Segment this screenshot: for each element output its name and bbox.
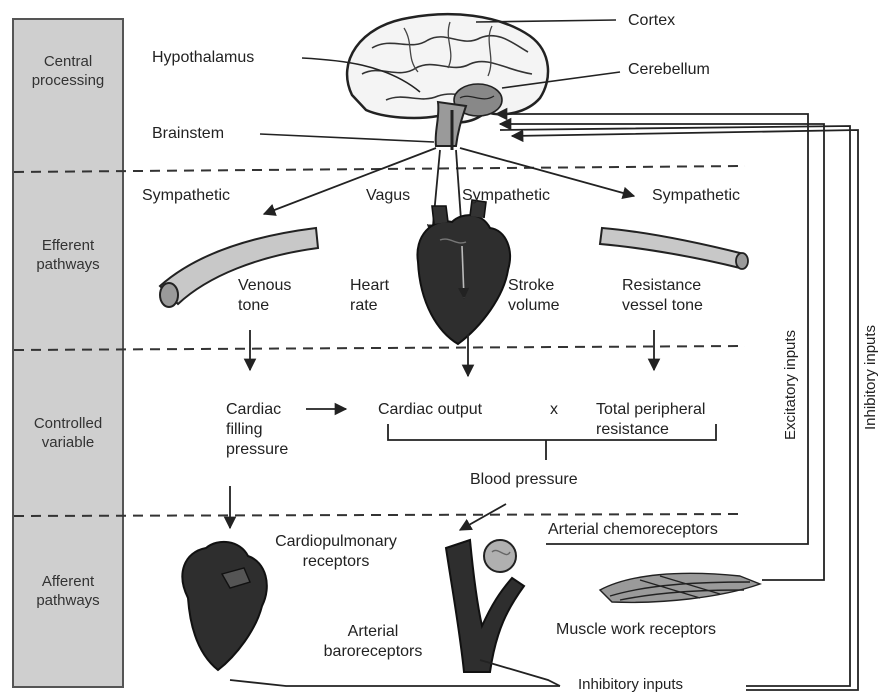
label-times: x (550, 400, 558, 420)
label-arterial-chemoreceptors: Arterial chemoreceptors (548, 520, 718, 540)
label-muscle-work-receptors: Muscle work receptors (556, 620, 716, 640)
label-inhibitory-inputs-bottom: Inhibitory inputs (574, 675, 687, 695)
label-excitatory-inputs: Excitatory inputs (782, 330, 799, 440)
label-sympathetic-right: Sympathetic (652, 186, 740, 206)
label-cardiopulmonary-receptors: Cardiopulmonary receptors (246, 532, 426, 572)
label-vagus: Vagus (366, 186, 410, 206)
label-sympathetic-middle: Sympathetic (462, 186, 550, 206)
muscle-illustration (600, 573, 760, 602)
label-cardiac-filling-pressure: Cardiac filling pressure (226, 400, 306, 460)
label-arterial-baroreceptors: Arterial baroreceptors (298, 622, 448, 662)
heart-illustration (417, 200, 510, 344)
label-stroke-volume: Stroke volume (508, 276, 588, 316)
label-total-peripheral-resistance: Total peripheral resistance (596, 400, 756, 440)
label-brainstem: Brainstem (152, 124, 224, 144)
label-inhibitory-inputs-side: Inhibitory inputs (862, 278, 879, 430)
label-heart-rate: Heart rate (350, 276, 410, 316)
label-sympathetic-left: Sympathetic (142, 186, 230, 206)
label-blood-pressure: Blood pressure (470, 470, 578, 490)
label-resistance-vessel-tone: Resistance vessel tone (622, 276, 742, 316)
section-dividers (14, 166, 745, 516)
label-venous-tone: Venous tone (238, 276, 322, 316)
artery-illustration (600, 228, 748, 269)
label-hypothalamus: Hypothalamus (152, 48, 254, 68)
carotid-artery-illustration (446, 540, 524, 672)
label-cerebellum: Cerebellum (628, 60, 710, 80)
label-cortex: Cortex (628, 11, 675, 31)
label-cardiac-output: Cardiac output (378, 400, 482, 420)
